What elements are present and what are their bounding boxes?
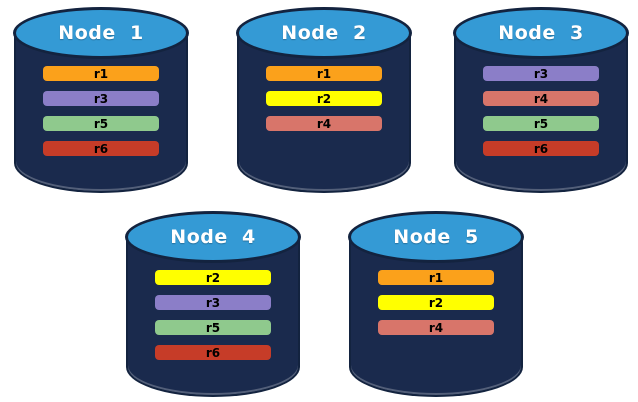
node-1-cylinder: Node 1 r1 r3 r5 r6 [13, 7, 189, 193]
replica-bar: r6 [483, 141, 599, 156]
replica-bar: r4 [378, 320, 494, 335]
node-title: Node 5 [393, 226, 479, 248]
cylinder-top-ellipse: Node 3 [453, 7, 629, 59]
replica-bar: r5 [43, 116, 159, 131]
node-title: Node 2 [281, 22, 367, 44]
node-4-cylinder: Node 4 r2 r3 r5 r6 [125, 211, 301, 397]
replica-list: r2 r3 r5 r6 [125, 270, 301, 360]
replica-list: r1 r2 r4 [236, 66, 412, 131]
replica-bar: r4 [483, 91, 599, 106]
node-5-cylinder: Node 5 r1 r2 r4 [348, 211, 524, 397]
node-3-cylinder: Node 3 r3 r4 r5 r6 [453, 7, 629, 193]
replica-bar: r5 [155, 320, 271, 335]
replica-bar: r3 [43, 91, 159, 106]
node-title: Node 1 [58, 22, 144, 44]
cylinder-top-ellipse: Node 1 [13, 7, 189, 59]
replica-bar: r6 [43, 141, 159, 156]
replica-bar: r1 [43, 66, 159, 81]
node-title: Node 3 [498, 22, 584, 44]
replica-bar: r3 [155, 295, 271, 310]
node-title: Node 4 [170, 226, 256, 248]
node-2-cylinder: Node 2 r1 r2 r4 [236, 7, 412, 193]
replica-list: r1 r3 r5 r6 [13, 66, 189, 156]
cylinder-top-ellipse: Node 2 [236, 7, 412, 59]
replica-list: r3 r4 r5 r6 [453, 66, 629, 156]
replica-bar: r2 [378, 295, 494, 310]
replica-bar: r6 [155, 345, 271, 360]
replica-bar: r2 [155, 270, 271, 285]
replica-bar: r3 [483, 66, 599, 81]
replica-bar: r1 [378, 270, 494, 285]
cylinder-top-ellipse: Node 5 [348, 211, 524, 263]
replica-bar: r1 [266, 66, 382, 81]
replica-bar: r4 [266, 116, 382, 131]
replica-bar: r5 [483, 116, 599, 131]
cylinder-top-ellipse: Node 4 [125, 211, 301, 263]
replica-list: r1 r2 r4 [348, 270, 524, 335]
replica-bar: r2 [266, 91, 382, 106]
